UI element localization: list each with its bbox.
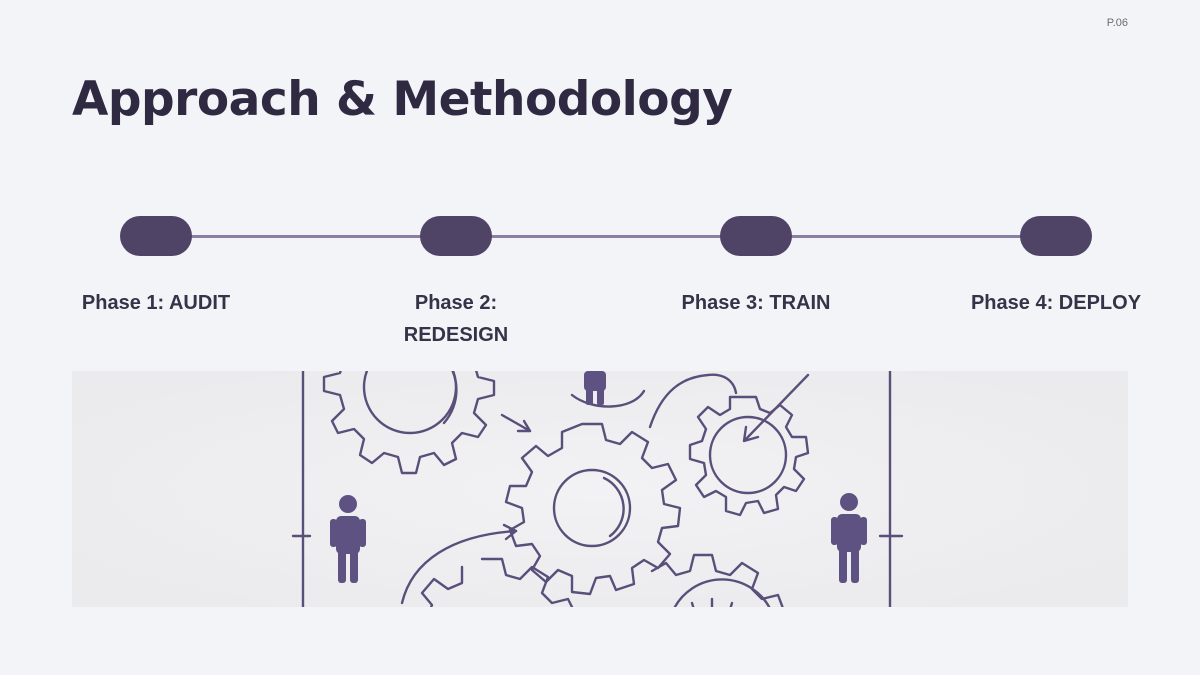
milestone-4 (1020, 216, 1092, 256)
gear-right (688, 395, 810, 517)
phase-label-3: Phase 3: TRAIN (681, 292, 831, 314)
milestone-1 (120, 216, 192, 256)
gear-bottom-left (420, 557, 574, 607)
gear-center (504, 422, 682, 596)
timeline: Phase 1: AUDIT Phase 2: REDESIGN Phase 3… (81, 216, 1142, 346)
illustration-panel (72, 371, 1128, 607)
milestone-3 (720, 216, 792, 256)
phase-label-4: Phase 4: DEPLOY (970, 292, 1142, 314)
person-icon-top (584, 371, 606, 405)
person-icon-right (831, 493, 867, 583)
arrow-to-right-gear (744, 373, 810, 441)
gears-illustration (72, 371, 1128, 607)
phase-label-1: Phase 1: AUDIT (81, 292, 231, 314)
milestone-2 (420, 216, 492, 256)
person-icon-left (330, 495, 366, 583)
phase-label-2: Phase 2: REDESIGN (403, 292, 509, 346)
gear-top-left (322, 371, 496, 475)
timeline-line (156, 235, 1056, 238)
page-number: P.06 (1106, 17, 1128, 29)
gear-bottom-right (650, 553, 784, 607)
page-title: Approach & Methodology (72, 72, 733, 127)
